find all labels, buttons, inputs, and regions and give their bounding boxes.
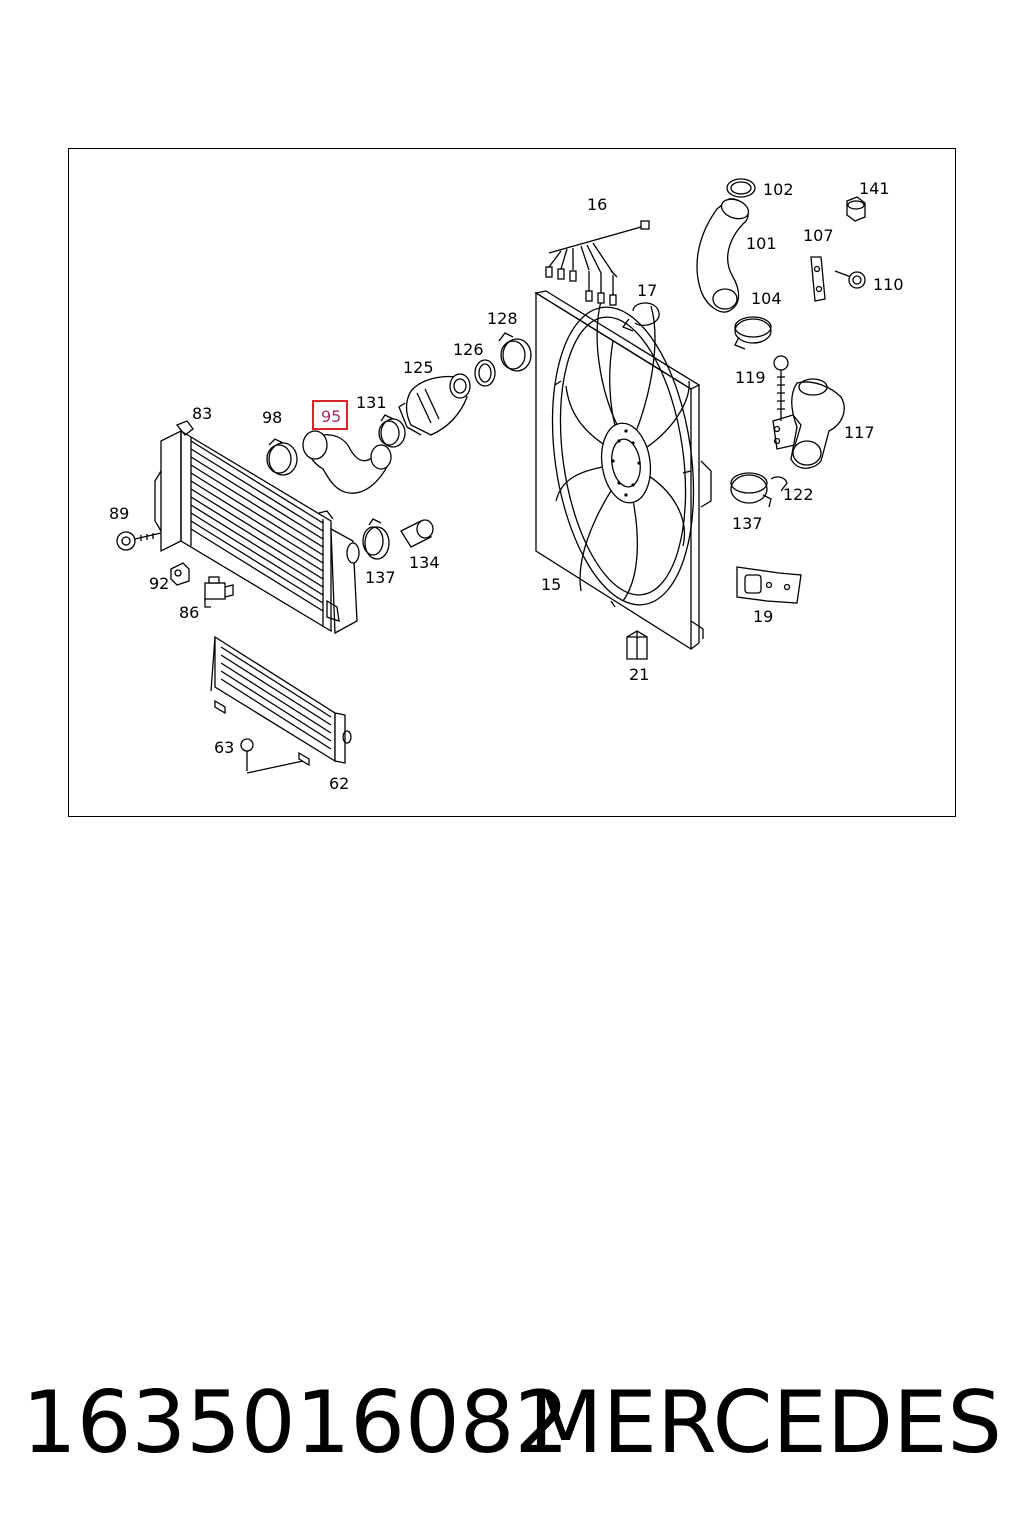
highlight-box-95: [312, 400, 348, 430]
callout-126: 126: [453, 340, 484, 359]
callout-119: 119: [735, 368, 766, 387]
callout-122: 122: [783, 485, 814, 504]
callout-128: 128: [487, 309, 518, 328]
hose-101: [696, 178, 756, 313]
callout-63: 63: [214, 738, 234, 757]
callout-86: 86: [179, 603, 199, 622]
nut-92: [170, 562, 190, 586]
parts-diagram: 16 102 141 101 107 110 104 17 128 126 12…: [109, 178, 904, 793]
bolt-63: [240, 738, 304, 774]
clip-17: [621, 302, 660, 332]
bracket-107: [810, 256, 826, 302]
callout-134: 134: [409, 553, 440, 572]
callout-92: 92: [149, 574, 169, 593]
callout-21: 21: [629, 665, 649, 684]
callout-15: 15: [541, 575, 561, 594]
callout-141: 141: [859, 179, 890, 198]
callout-131: 131: [356, 393, 387, 412]
clamp-137-right: [730, 472, 772, 508]
bolt-110: [834, 270, 866, 289]
hose-117: [772, 378, 845, 469]
footer: 1635016082 MERCEDES: [0, 1368, 1024, 1478]
sensor-86: [204, 576, 234, 608]
clip-21: [626, 630, 648, 660]
wiring-harness: [545, 220, 650, 306]
clamp-104: [734, 316, 772, 350]
fan-hub: [600, 422, 652, 504]
oil-cooler: [210, 635, 352, 767]
ring-126: [474, 359, 496, 387]
bolt-89: [116, 531, 162, 551]
callout-17: 17: [637, 281, 657, 300]
callout-107: 107: [803, 226, 834, 245]
pipe-125: [398, 373, 471, 436]
callout-95: 95: [321, 407, 341, 426]
clamp-98: [266, 438, 298, 476]
cap-141: [846, 196, 866, 222]
callout-16: 16: [587, 195, 607, 214]
callout-137-left: 137: [365, 568, 396, 587]
clamp-131: [378, 414, 406, 448]
hose-95: [302, 430, 392, 494]
clamp-128: [498, 332, 532, 372]
charge-air-cooler: [154, 420, 360, 635]
callout-89: 89: [109, 504, 129, 523]
callout-62: 62: [329, 774, 349, 793]
parts-diagram-frame: 16 102 141 101 107 110 104 17 128 126 12…: [68, 148, 956, 817]
callout-101: 101: [746, 234, 777, 253]
callout-83: 83: [192, 404, 212, 423]
callout-125: 125: [403, 358, 434, 377]
brand-name: MERCEDES: [528, 1373, 1002, 1473]
clamp-137-left: [362, 518, 390, 560]
callout-102: 102: [763, 180, 794, 199]
clamp-122: [770, 476, 788, 492]
callout-19: 19: [753, 607, 773, 626]
callout-110: 110: [873, 275, 904, 294]
callout-117: 117: [844, 423, 875, 442]
callout-98: 98: [262, 408, 282, 427]
part-number: 1635016082: [22, 1373, 570, 1473]
bracket-19: [736, 566, 802, 604]
callout-104: 104: [751, 289, 782, 308]
fan-blades: [555, 300, 690, 602]
callout-137-right: 137: [732, 514, 763, 533]
bolt-119: [773, 355, 789, 421]
sleeve-134: [400, 519, 434, 548]
